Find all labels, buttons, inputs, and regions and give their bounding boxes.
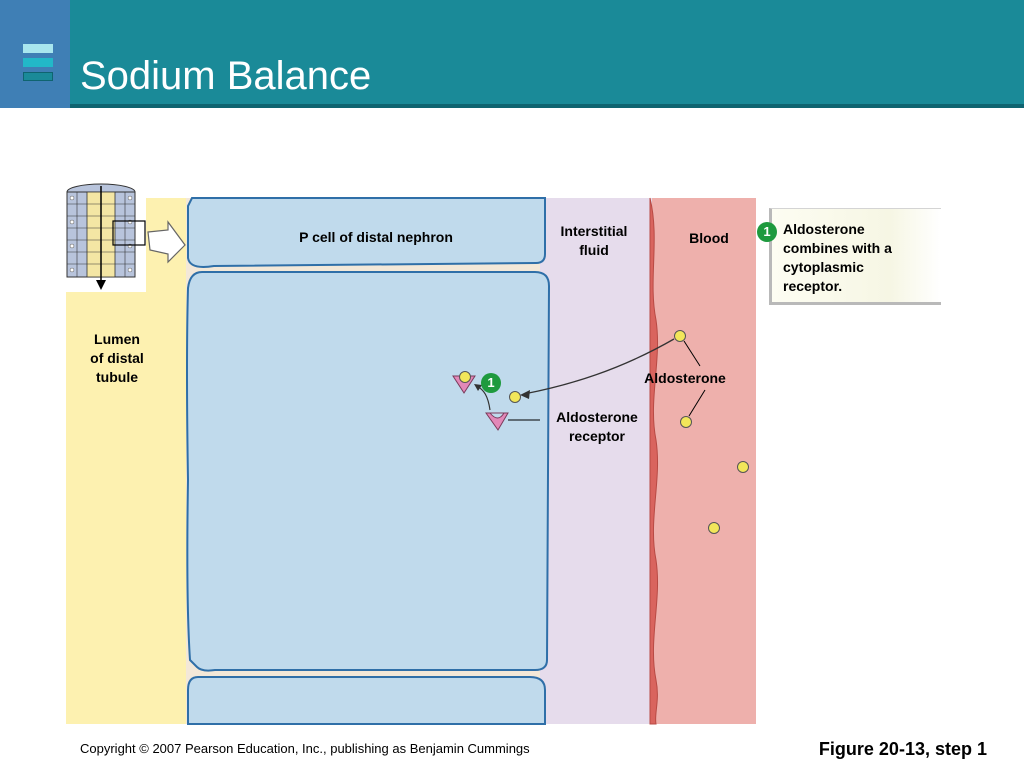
copyright-text: Copyright © 2007 Pearson Education, Inc.… (80, 741, 530, 756)
slide-header (0, 0, 1024, 108)
p-cell-upper (187, 197, 546, 268)
aldosterone-molecule (737, 461, 749, 473)
callout-step-badge: 1 (757, 222, 777, 242)
arrowhead-icon (520, 390, 530, 399)
p-cell-label: P cell of distal nephron (299, 229, 453, 245)
callout-text: Aldosterone combines with a cytoplasmic … (783, 221, 892, 294)
aldosterone-entry-arrow (523, 338, 675, 395)
distal-tubule-thumbnail-icon (66, 182, 146, 292)
p-cell-lower (187, 676, 546, 725)
aldosterone-molecule-bound (459, 371, 471, 383)
blood-region (652, 198, 756, 724)
aldosterone-molecule (674, 330, 686, 342)
arrowhead-icon (474, 384, 482, 391)
lumen-label: Lumen of distal tubule (90, 331, 144, 385)
step-marker-badge: 1 (481, 373, 501, 393)
blood-vessel-wall (649, 197, 659, 725)
aldosterone-molecule (680, 416, 692, 428)
aldosterone-molecule (708, 522, 720, 534)
interstitial-fluid-label: Interstitial fluid (560, 223, 628, 258)
aldosterone-label: Aldosterone (644, 370, 726, 386)
receptor-free (485, 412, 509, 431)
logo-bar-top (23, 44, 53, 53)
logo-bar-middle (23, 58, 53, 67)
blood-label: Blood (689, 230, 729, 246)
aldosterone-receptor-label: Aldosterone receptor (556, 409, 638, 444)
logo-icon (0, 0, 70, 108)
aldosterone-leader-line (683, 340, 701, 367)
zoom-arrow-icon (147, 220, 186, 264)
figure-label: Figure 20-13, step 1 (818, 739, 987, 759)
aldosterone-leader-line (688, 389, 706, 417)
step-callout-box (769, 208, 941, 305)
header-underline (0, 104, 1024, 108)
aldosterone-molecule (509, 391, 521, 403)
interstitial-region (540, 198, 652, 724)
slide-title: Sodium Balance (80, 54, 372, 98)
logo-bar-bottom (23, 72, 53, 81)
p-cell-main (186, 271, 551, 672)
